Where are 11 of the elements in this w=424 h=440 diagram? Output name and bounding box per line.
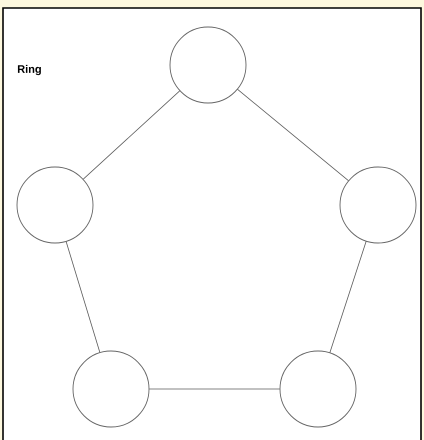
circle-node (280, 350, 356, 428)
circle-node (340, 166, 416, 244)
connector-line (149, 388, 280, 390)
connector-line (66, 241, 100, 353)
circle-node (16, 166, 94, 244)
title: Ring (18, 64, 41, 76)
connector-line (237, 89, 349, 181)
circle-node (170, 26, 246, 104)
circle-node (72, 350, 150, 428)
connector-line (82, 90, 180, 180)
connector-line (330, 241, 366, 353)
